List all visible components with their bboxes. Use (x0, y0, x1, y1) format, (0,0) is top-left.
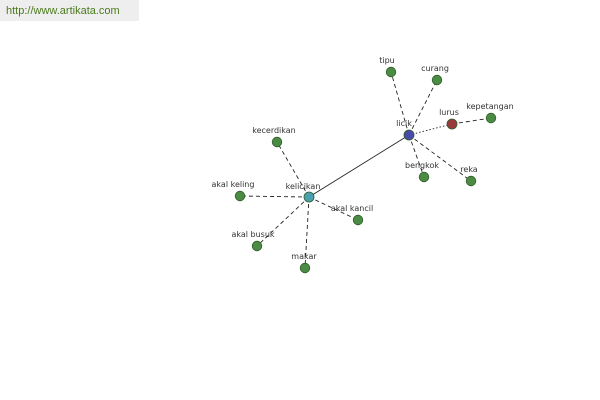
edge-kelicikan-kecerdikan (276, 141, 310, 198)
node-label-kepetangan: kepetangan (466, 102, 513, 111)
node-lurus[interactable] (446, 118, 458, 130)
node-label-akal-keling: akal keling (212, 180, 255, 189)
edge-licik-curang (408, 79, 438, 136)
node-label-kecerdikan: kecerdikan (252, 126, 296, 135)
edge-licik-lurus (408, 123, 453, 136)
node-label-kelicikan: kelicikan (286, 182, 321, 191)
node-akal-kancil[interactable] (352, 214, 364, 226)
edge-lurus-kepetangan (451, 117, 492, 125)
node-label-lurus: lurus (439, 108, 459, 117)
node-curang[interactable] (431, 74, 443, 86)
edge-kelicikan-licik (308, 134, 410, 198)
node-akal-keling[interactable] (234, 190, 246, 202)
node-makar[interactable] (299, 262, 311, 274)
source-url-banner: http://www.artikata.com (0, 0, 139, 21)
node-label-bengkok: bengkok (405, 161, 439, 170)
edge-kelicikan-akal-busuk (256, 196, 310, 247)
node-reka[interactable] (465, 175, 477, 187)
node-kecerdikan[interactable] (271, 136, 283, 148)
node-tipu[interactable] (385, 66, 397, 78)
node-kelicikan[interactable] (303, 191, 315, 203)
node-label-makar: makar (291, 252, 317, 261)
node-label-akal-kancil: akal kancil (331, 204, 373, 213)
node-bengkok[interactable] (418, 171, 430, 183)
edge-kelicikan-akal-kancil (308, 196, 359, 221)
node-label-licik: licik (396, 119, 412, 128)
node-label-reka: reka (460, 165, 478, 174)
edge-licik-reka (408, 134, 472, 182)
nodes-layer (234, 66, 497, 274)
node-label-curang: curang (421, 64, 449, 73)
edges-layer (239, 71, 492, 269)
node-licik[interactable] (403, 129, 415, 141)
edge-licik-tipu (390, 71, 410, 136)
edge-licik-bengkok (408, 134, 425, 178)
edge-kelicikan-makar (304, 196, 310, 269)
node-label-tipu: tipu (379, 56, 395, 65)
node-kepetangan[interactable] (485, 112, 497, 124)
node-akal-busuk[interactable] (251, 240, 263, 252)
node-label-akal-busuk: akal busuk (231, 230, 274, 239)
labels-layer: licik kelicikan lurus tipu curang kepetangan b… (212, 56, 514, 261)
edge-kelicikan-akal-keling (239, 195, 310, 198)
